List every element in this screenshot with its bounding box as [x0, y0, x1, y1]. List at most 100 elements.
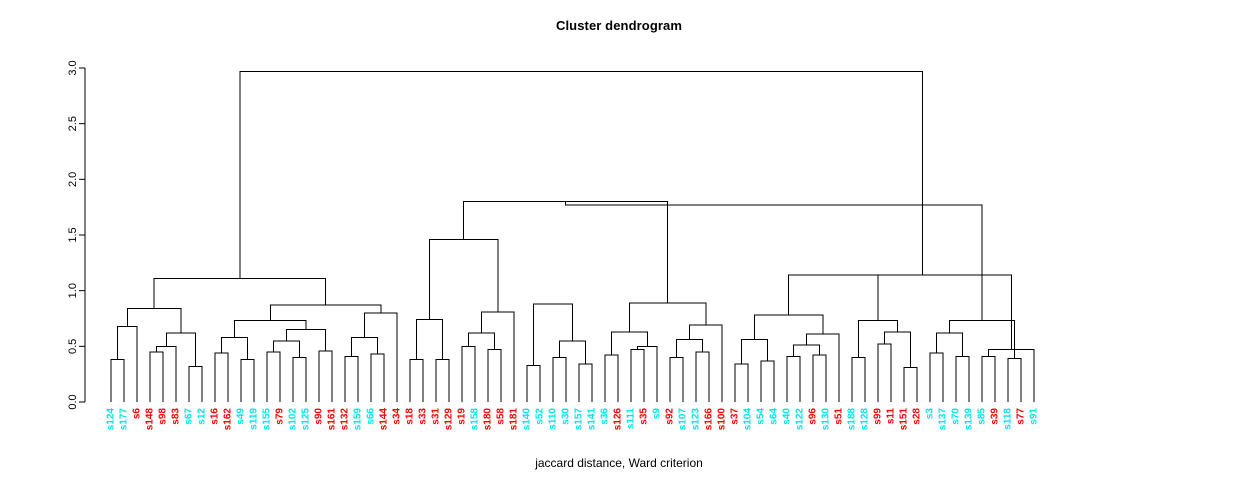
- leaf-label: s91: [1029, 408, 1040, 425]
- dendrogram-link: [364, 312, 398, 402]
- leaf-label: s159: [353, 408, 364, 431]
- dendrogram-link: [487, 349, 502, 402]
- leaf-label: s123: [691, 408, 702, 431]
- leaf-label: s33: [418, 408, 429, 425]
- leaf-label: s54: [756, 408, 767, 425]
- dendrogram-link: [463, 201, 669, 303]
- dendrogram-link: [884, 331, 911, 368]
- dendrogram-link: [292, 356, 307, 402]
- leaf-label: s19: [457, 408, 468, 425]
- dendrogram-link: [760, 360, 775, 402]
- dendrogram-link: [370, 353, 385, 402]
- leaf-label: s128: [860, 408, 871, 431]
- leaf-label: s140: [522, 408, 533, 431]
- dendrogram-link: [351, 336, 378, 357]
- dendrogram-link: [788, 274, 879, 321]
- leaf-label: s30: [561, 408, 572, 425]
- leaf-label: s98: [158, 408, 169, 425]
- dendrogram-link: [754, 314, 824, 340]
- leaf-label: s9: [652, 408, 663, 420]
- leaf-label: s137: [938, 408, 949, 431]
- dendrogram-link: [903, 366, 918, 402]
- leaf-label: s12: [197, 408, 208, 425]
- y-axis-tick-label: 2.0: [67, 172, 79, 187]
- leaf-label: s39: [990, 408, 1001, 425]
- dendrogram-link: [221, 336, 248, 360]
- leaf-label: s181: [509, 408, 520, 431]
- leaf-label: s40: [782, 408, 793, 425]
- leaf-label: s107: [678, 408, 689, 431]
- leaf-label: s139: [964, 408, 975, 431]
- dendrogram-link: [409, 359, 424, 402]
- dendrogram-link: [812, 354, 827, 402]
- leaf-label: s36: [600, 408, 611, 425]
- leaf-label: s118: [1003, 408, 1014, 430]
- leaf-label: s90: [314, 408, 325, 425]
- leaf-label: s92: [665, 408, 676, 425]
- leaf-label: s79: [275, 408, 286, 425]
- dendrogram-link: [468, 332, 495, 350]
- y-axis: 0.00.51.01.52.02.53.0: [67, 60, 86, 410]
- leaf-label: s125: [301, 408, 312, 431]
- dendrogram-link: [239, 70, 923, 279]
- dendrogram-link: [833, 274, 1012, 350]
- y-axis-tick-label: 2.5: [67, 116, 79, 131]
- dendrogram-link: [429, 238, 499, 320]
- leaf-label: s58: [496, 408, 507, 425]
- dendrogram-link: [955, 355, 970, 402]
- leaf-label: s148: [145, 408, 156, 431]
- leaf-label: s100: [717, 408, 728, 431]
- dendrogram-link: [153, 277, 326, 309]
- leaf-label: s141: [587, 408, 598, 431]
- dendrogram-link: [669, 356, 684, 402]
- leaf-label: s157: [574, 408, 585, 431]
- dendrogram-link: [117, 325, 138, 402]
- leaf-label: s67: [184, 408, 195, 425]
- dendrogram-link: [552, 356, 567, 402]
- leaf-label: s158: [470, 408, 481, 431]
- leaf-label: s124: [106, 408, 117, 431]
- dendrogram-link: [689, 324, 723, 402]
- leaf-label: s102: [288, 408, 299, 431]
- dendrogram-link: [344, 355, 359, 402]
- leaf-label: s35: [639, 408, 650, 425]
- page-title: Cluster dendrogram: [555, 18, 683, 33]
- y-axis-tick-label: 1.5: [67, 227, 79, 242]
- dendrogram-link: [858, 320, 898, 358]
- dendrogram-link: [734, 363, 749, 402]
- dendrogram-link: [604, 354, 619, 402]
- dendrogram-link: [156, 345, 177, 402]
- leaf-label: s18: [405, 408, 416, 425]
- leaf-label: s6: [132, 408, 143, 420]
- dendrogram-link: [461, 345, 476, 402]
- leaf-label: s177: [119, 408, 130, 431]
- y-axis-tick-label: 3.0: [67, 60, 79, 75]
- dendrogram-link: [565, 201, 983, 321]
- leaf-label: s155: [262, 408, 273, 431]
- leaf-label: s37: [730, 408, 741, 425]
- dendrogram-link: [559, 340, 586, 365]
- dendrogram-link: [481, 311, 515, 402]
- y-axis-tick-label: 0.0: [67, 394, 79, 409]
- dendrogram-link: [1007, 358, 1022, 402]
- dendrogram-link: [851, 356, 866, 402]
- leaf-label: s151: [899, 408, 910, 431]
- dendrogram-link: [318, 350, 333, 402]
- dendrogram-link: [273, 340, 300, 358]
- dendrogram-link: [126, 307, 182, 333]
- dendrogram-link: [628, 302, 707, 332]
- dendrogram-link: [806, 333, 840, 402]
- leaf-label: s188: [847, 408, 858, 431]
- leaf-label: s52: [535, 408, 546, 425]
- leaf-label: s31: [431, 408, 442, 425]
- y-axis-tick-label: 0.5: [67, 339, 79, 354]
- dendrogram-link: [240, 359, 255, 402]
- leaf-label: s64: [769, 408, 780, 425]
- dendrogram-link: [695, 351, 710, 402]
- leaf-label: s34: [392, 408, 403, 425]
- dendrogram-link: [234, 320, 307, 338]
- leaf-label: s162: [223, 408, 234, 431]
- dendrogram-link: [949, 320, 1015, 359]
- leaf-label: s83: [171, 408, 182, 425]
